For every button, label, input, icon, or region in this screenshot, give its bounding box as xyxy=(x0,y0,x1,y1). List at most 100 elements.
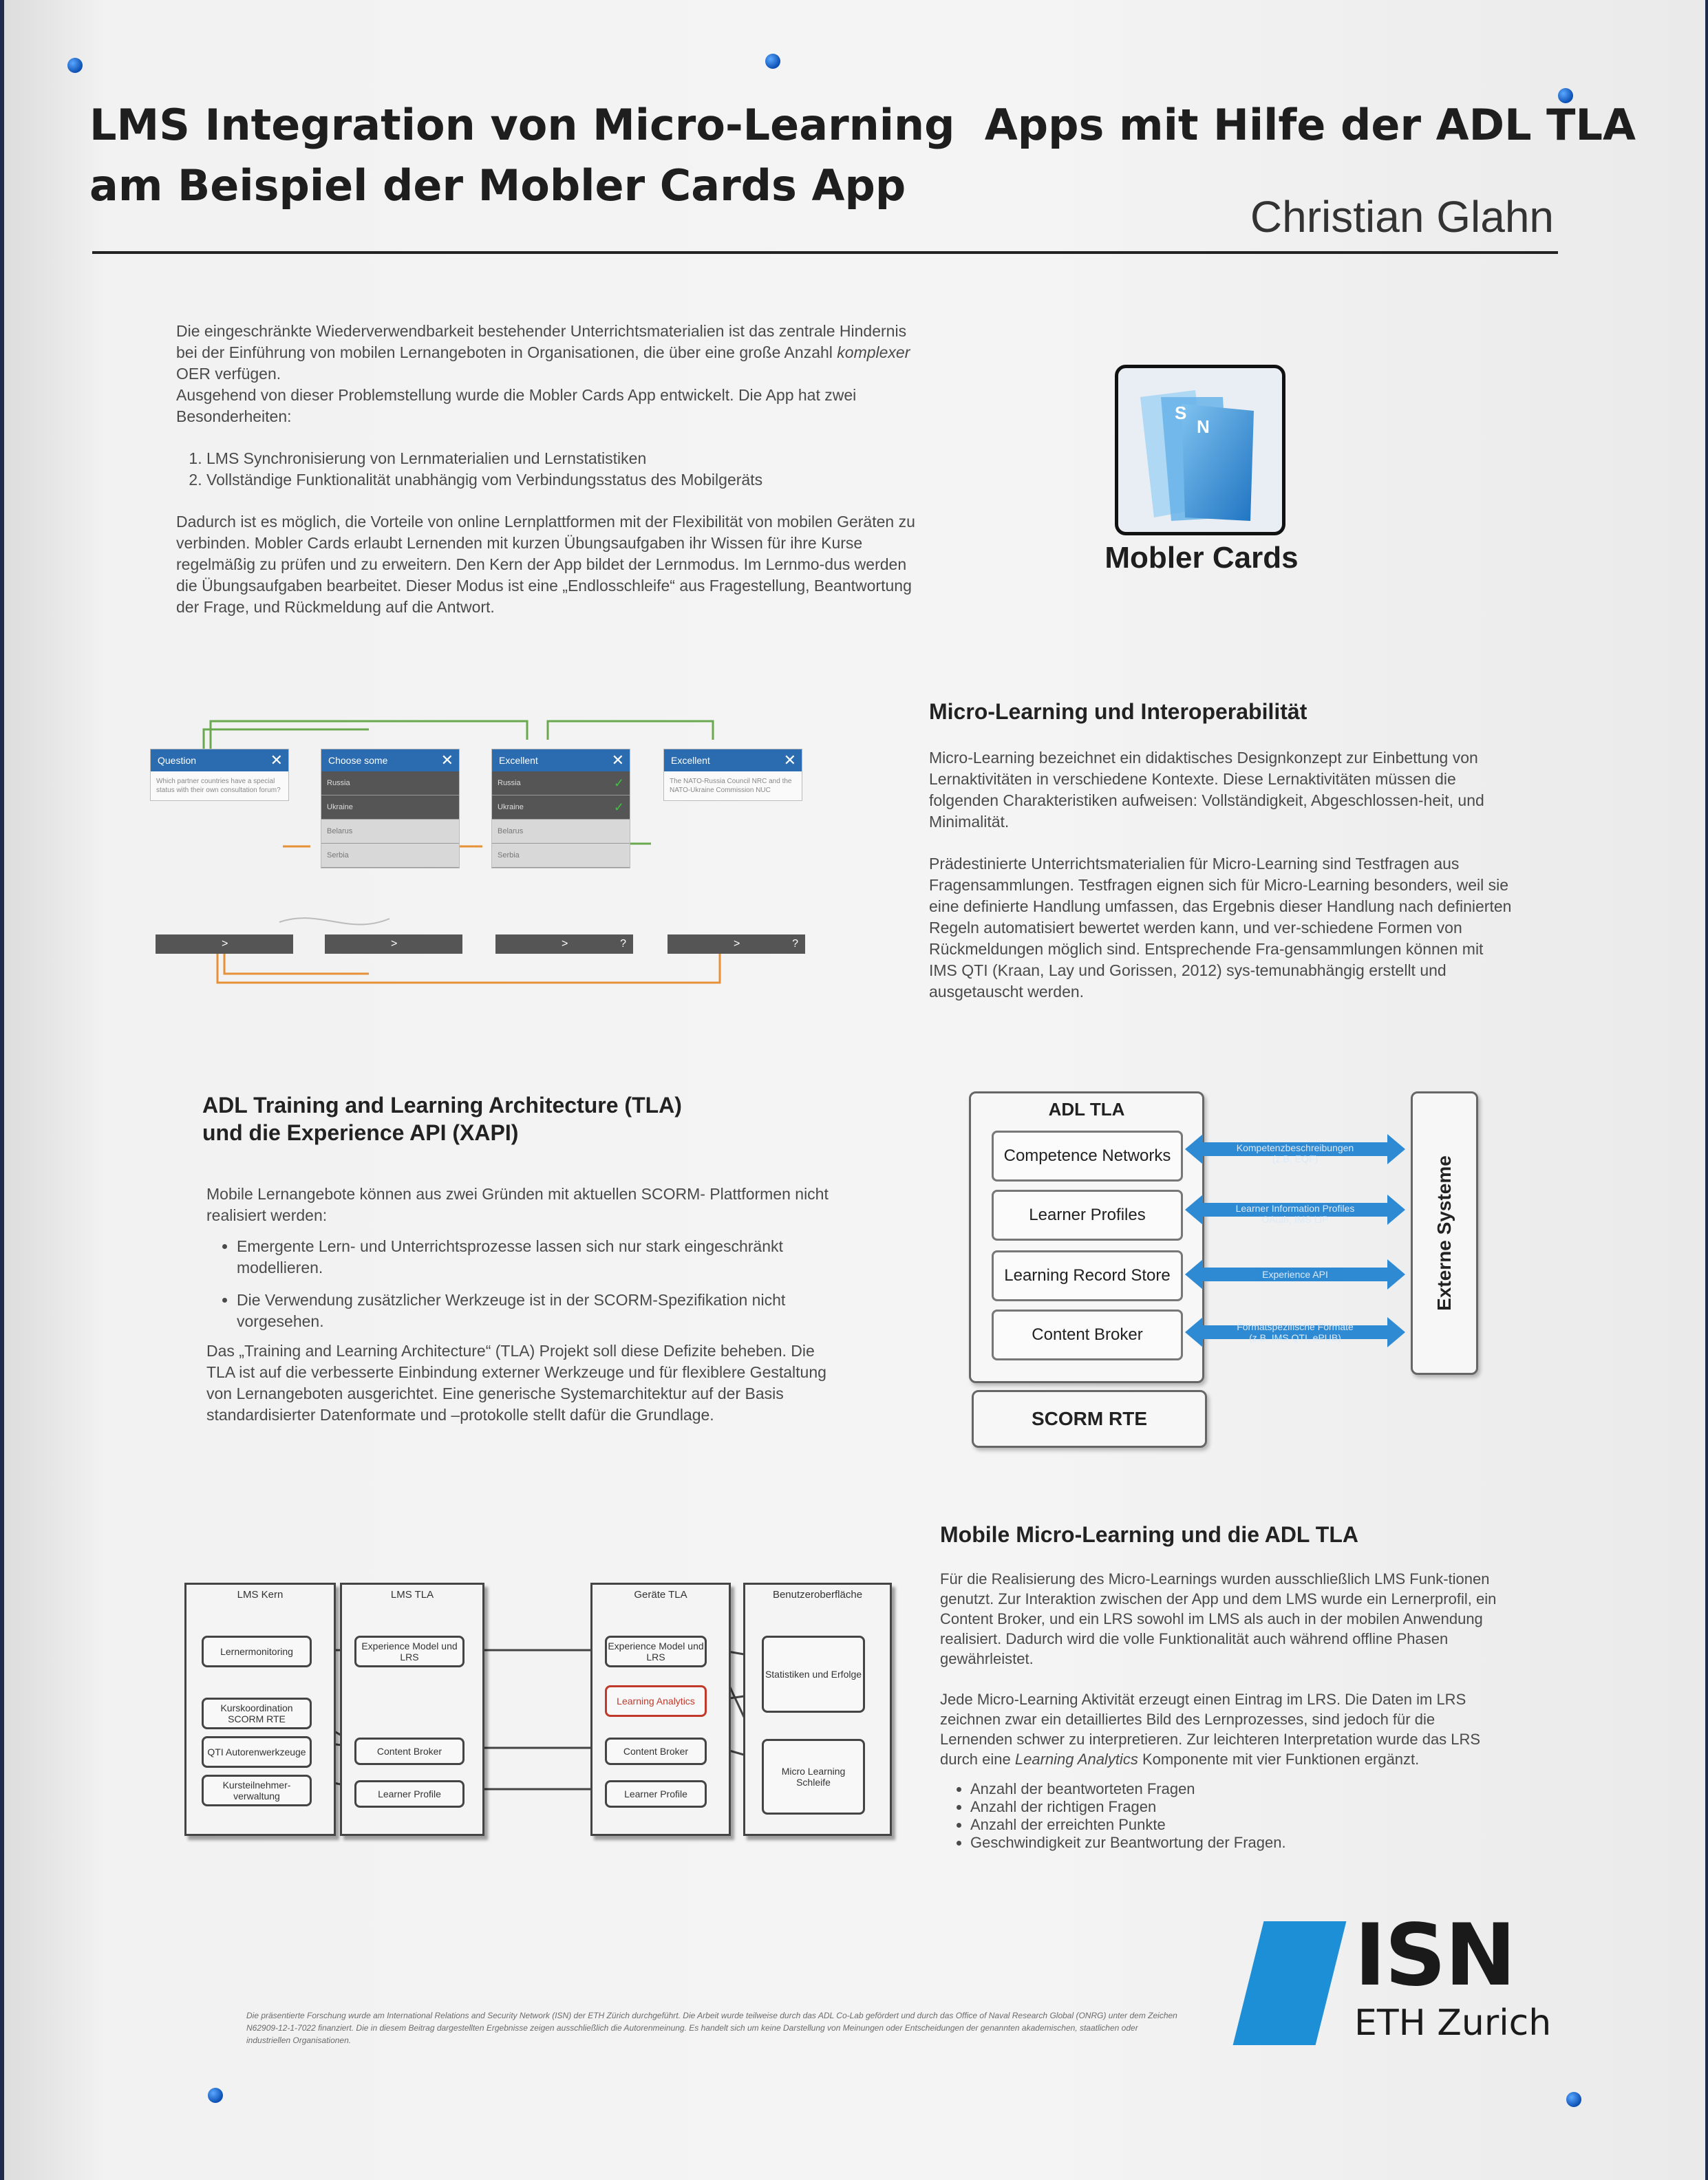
screen-header: Excellent xyxy=(671,755,710,766)
arch-box: Learner Profile xyxy=(354,1780,465,1808)
pushpin-icon xyxy=(1566,2092,1581,2107)
intro-section: Die eingeschränkte Wiederverwendbarkeit … xyxy=(176,321,926,639)
column-benutzeroberflaeche: Benutzeroberfläche Statistiken und Erfol… xyxy=(743,1583,892,1836)
check-icon: ✓ xyxy=(613,800,624,814)
column-lms-kern: LMS Kern Lernermonitoring Kurskoordinati… xyxy=(184,1583,336,1836)
poster-title: LMS Integration von Micro-Learning Apps … xyxy=(89,95,1636,216)
tla-title: ADL TLA xyxy=(1048,1099,1125,1120)
answer-label: Ukraine xyxy=(498,803,524,811)
arch-box: QTI Autorenwerkzeuge xyxy=(202,1736,312,1768)
pushpin-icon xyxy=(765,54,780,69)
icon-letter: S xyxy=(1175,403,1186,423)
next-arrow-icon: > xyxy=(562,938,568,950)
help-icon: ? xyxy=(620,938,626,950)
arrow-label-formats: Formatspezifische Formate(z.B. IMS QTI, … xyxy=(1215,1321,1375,1343)
list-item: LMS Synchronisierung von Lernmaterialien… xyxy=(206,448,926,469)
micro-paragraph-2: Prädestinierte Unterrichtsmaterialien fü… xyxy=(929,855,1512,1001)
answer-option: Russia ✓ xyxy=(492,771,630,795)
section-heading-adl-tla: ADL Training and Learning Architecture (… xyxy=(202,1091,682,1146)
next-arrow-icon: > xyxy=(222,938,228,950)
close-icon: ✕ xyxy=(783,751,796,769)
author-name: Christian Glahn xyxy=(1250,192,1554,242)
screen-choose: Choose some✕ Russia Ukraine Belarus Serb… xyxy=(321,749,460,868)
list-item: Vollständige Funktionalität unabhängig v… xyxy=(206,469,926,491)
list-item: Geschwindigkeit zur Beantwortung der Fra… xyxy=(970,1834,1511,1852)
learning-record-store-box: Learning Record Store xyxy=(992,1250,1183,1301)
screen-result: Excellent ✕ The NATO-Russia Council NRC a… xyxy=(663,749,802,801)
intro-text: OER verfügen. xyxy=(176,365,281,383)
arrow-label-line: (z.B. EQF) xyxy=(1272,1153,1319,1164)
arch-box: Kurskoordination SCORM RTE xyxy=(202,1698,312,1729)
mobile-text: Komponente mit vier Funktionen ergänzt. xyxy=(1138,1751,1420,1768)
external-systems-box: Externe Systeme xyxy=(1411,1091,1478,1375)
answer-option: Serbia xyxy=(492,844,630,868)
column-title: LMS TLA xyxy=(390,1589,434,1601)
adl-paragraph-1: Mobile Lernangebote können aus zwei Grün… xyxy=(206,1185,829,1224)
screen-question: Question✕ Which partner countries have a… xyxy=(150,749,289,801)
mobile-text: Jede Micro-Learning Aktivität erzeugt ei… xyxy=(940,1691,1481,1768)
screen-header: Excellent xyxy=(499,755,538,766)
arch-box: Statistiken und Erfolge xyxy=(762,1636,865,1713)
mobile-paragraph-1: Für die Realisierung des Micro-Learnings… xyxy=(940,1570,1497,1667)
pushpin-icon xyxy=(1558,88,1573,103)
mobile-bullet-list: Anzahl der beantworteten Fragen Anzahl d… xyxy=(940,1780,1511,1852)
help-icon: ? xyxy=(792,938,798,950)
title-line-2: am Beispiel der Mobler Cards App xyxy=(89,160,906,211)
answer-label: Russia xyxy=(498,779,521,787)
isn-logo-text: ISN xyxy=(1354,1906,1516,2005)
icon-letter: N xyxy=(1197,416,1210,437)
feedback-text: The NATO-Russia Council NRC and the NATO… xyxy=(670,778,792,794)
column-title: LMS Kern xyxy=(237,1589,284,1601)
mobler-cards-app-icon: S N xyxy=(1115,365,1285,535)
footnote: Die präsentierte Forschung wurde am Inte… xyxy=(246,2011,1177,2045)
next-arrow-icon: > xyxy=(734,938,740,950)
eth-zurich-logo-text: ETH Zurich xyxy=(1354,2002,1552,2044)
heading-line: und die Experience API (XAPI) xyxy=(202,1120,519,1145)
answer-option: Ukraine xyxy=(321,795,459,820)
arch-box: Learner Profile xyxy=(605,1780,707,1808)
arch-box: Experience Model und LRS xyxy=(354,1636,465,1667)
screen-navbar: >? xyxy=(495,934,633,954)
arrow-label-line: (z.B. IMS QTI, ePUB) xyxy=(1249,1332,1341,1343)
adl-bullet-list: Emergente Lern- und Unterrichtsprozesse … xyxy=(206,1236,846,1332)
check-icon: ✓ xyxy=(613,776,624,790)
close-icon: ✕ xyxy=(611,751,624,769)
column-lms-tla: LMS TLA Experience Model und LRS Content… xyxy=(340,1583,484,1836)
column-geraete-tla: Geräte TLA Experience Model und LRS Lear… xyxy=(590,1583,731,1836)
intro-paragraph-1: Die eingeschränkte Wiederverwendbarkeit … xyxy=(176,321,926,385)
answer-option: Belarus xyxy=(492,820,630,844)
adl-paragraph-2: Das „Training and Learning Architecture“… xyxy=(206,1342,826,1424)
adl-section: Mobile Lernangebote können aus zwei Grün… xyxy=(206,1184,846,1446)
screen-header: Question xyxy=(158,755,197,766)
poster: LMS Integration von Micro-Learning Apps … xyxy=(4,0,1705,2180)
app-name: Mobler Cards xyxy=(1104,541,1299,575)
content-broker-box: Content Broker xyxy=(992,1310,1183,1360)
external-systems-label: Externe Systeme xyxy=(1433,1155,1455,1311)
arch-box: Micro Learning Schleife xyxy=(762,1739,865,1815)
competence-networks-box: Competence Networks xyxy=(992,1131,1183,1182)
mobile-section: Für die Realisierung des Micro-Learnings… xyxy=(940,1569,1511,1872)
list-item: Anzahl der erreichten Punkte xyxy=(970,1816,1511,1834)
section-heading-mobile: Mobile Micro-Learning und die ADL TLA xyxy=(940,1522,1358,1547)
heading-line: ADL Training and Learning Architecture (… xyxy=(202,1093,682,1118)
arrow-label-line: Learner Information Profiles xyxy=(1235,1203,1355,1214)
screen-navbar: > xyxy=(325,934,462,954)
list-item: Emergente Lern- und Unterrichtsprozesse … xyxy=(237,1236,846,1279)
screen-feedback: Excellent ✕ Russia ✓ Ukraine ✓ Belarus Serb… xyxy=(491,749,630,868)
intro-emphasis: komplexer xyxy=(837,343,910,361)
arch-box: Experience Model und LRS xyxy=(605,1636,707,1667)
answer-option: Serbia xyxy=(321,844,459,868)
mobile-paragraph-2: Jede Micro-Learning Aktivität erzeugt ei… xyxy=(940,1689,1511,1769)
answer-option: Russia xyxy=(321,771,459,795)
learner-profiles-box: Learner Profiles xyxy=(992,1190,1183,1241)
micro-paragraph-1: Micro-Learning bezeichnet ein didaktisch… xyxy=(929,749,1484,831)
question-text: Which partner countries have a special s… xyxy=(156,778,281,794)
screen-navbar: >? xyxy=(668,934,805,954)
arch-box: Lernermonitoring xyxy=(202,1636,312,1667)
pushpin-icon xyxy=(67,58,83,73)
scorm-rte-box: SCORM RTE xyxy=(972,1390,1207,1448)
column-title: Benutzeroberfläche xyxy=(772,1589,863,1601)
learning-analytics-box: Learning Analytics xyxy=(605,1685,707,1717)
arrow-label-line: Experience API xyxy=(1262,1269,1328,1280)
